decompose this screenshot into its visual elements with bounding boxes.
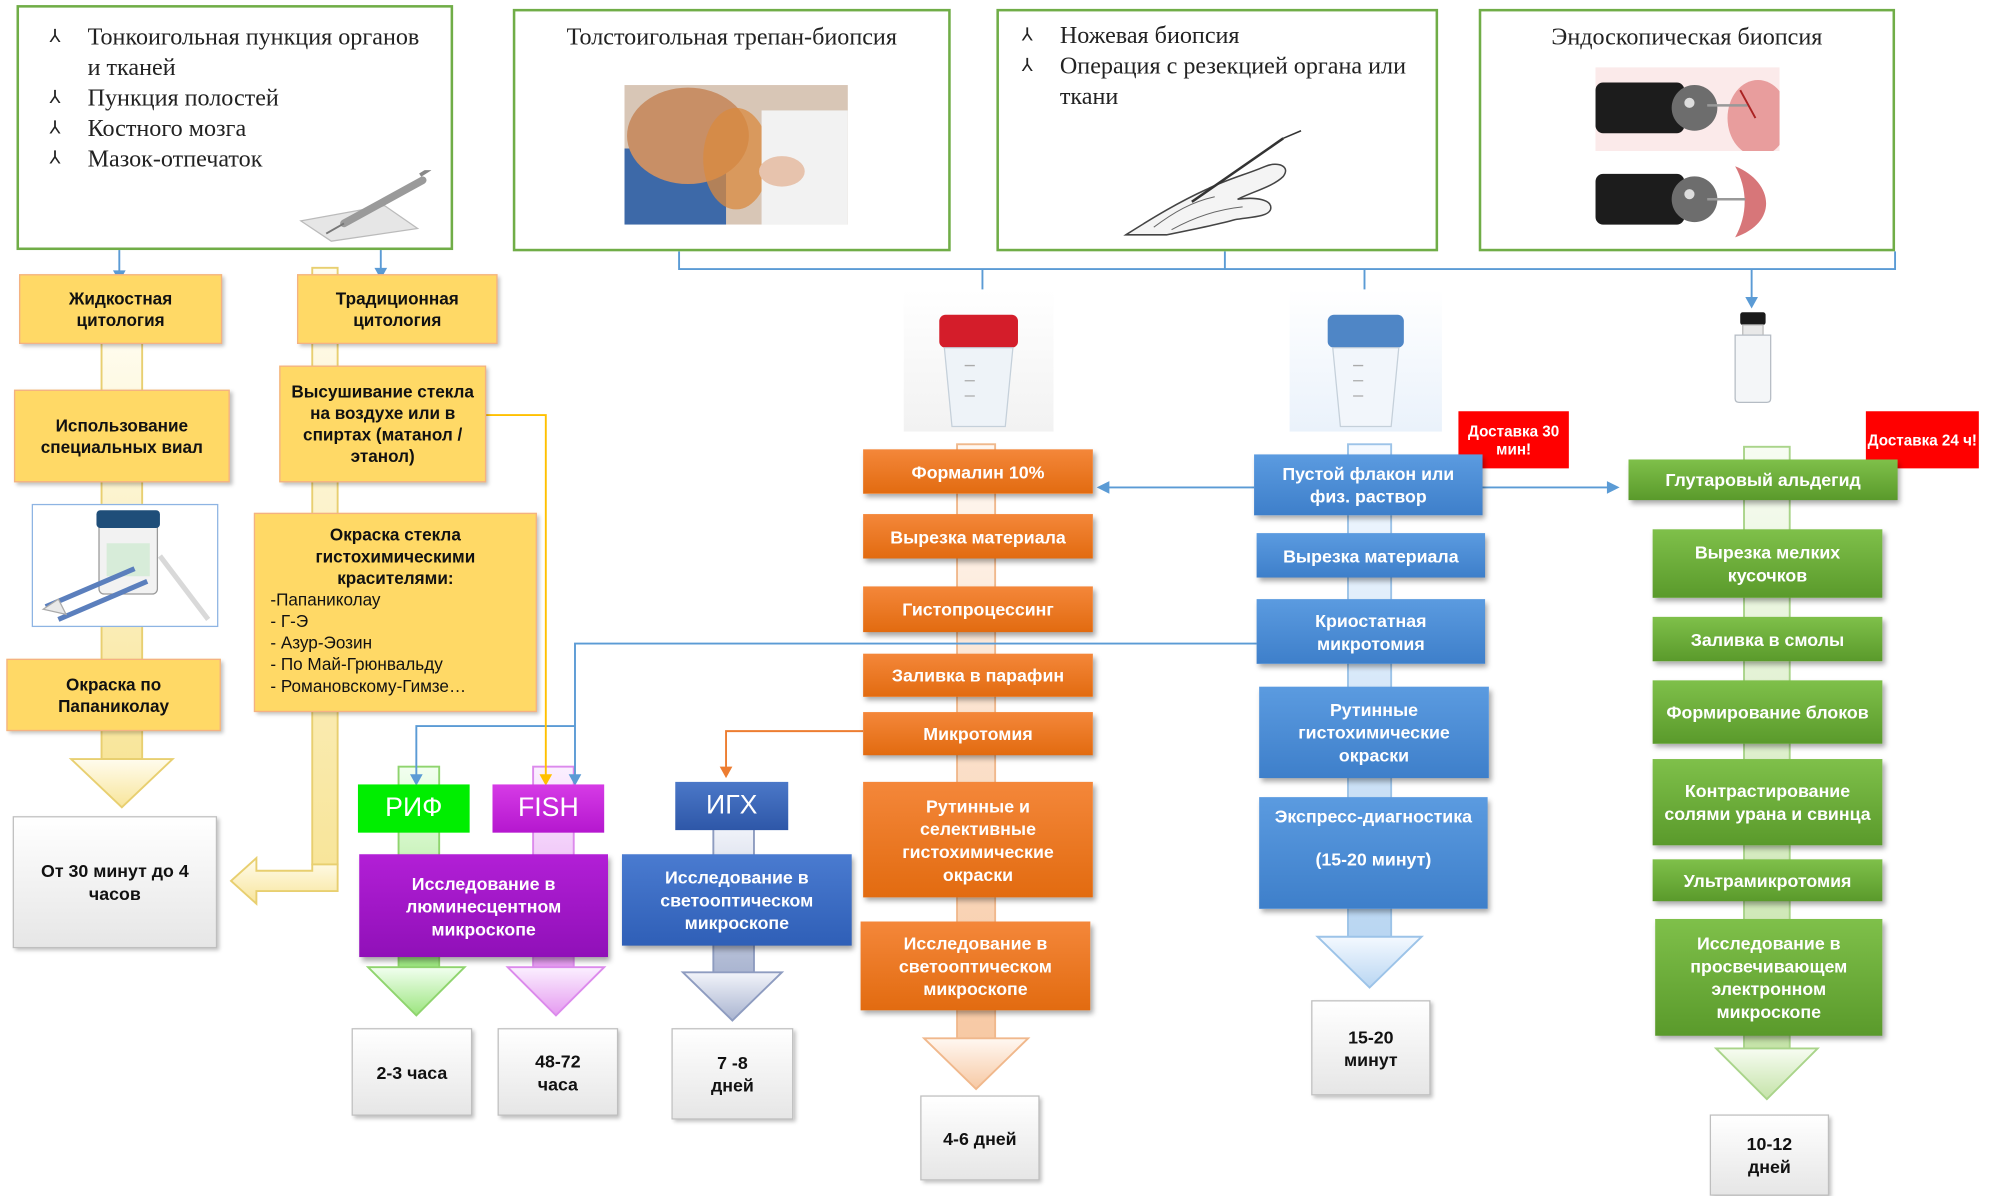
liquid-cytology-title: Жидкостная цитология (19, 274, 223, 344)
electron-time-result: 10-12 дней (1709, 1114, 1830, 1196)
grossing-step: Вырезка материала (863, 514, 1093, 559)
traditional-cytology-title: Традиционная цитология (297, 274, 498, 344)
stain-item: - Г-Э (270, 611, 309, 631)
formalin-container (903, 289, 1054, 432)
vial-kit-image (41, 510, 211, 622)
tissue-processing-step: Гистопроцессинг (863, 586, 1093, 633)
routine-staining-step: Рутинные и селективные гистохимические о… (863, 781, 1093, 898)
glutaraldehyde-step: Глутаровый альдегид (1628, 459, 1898, 501)
formalin-step: Формалин 10% (863, 449, 1093, 494)
rif-time-result: 2-3 часа (351, 1028, 473, 1116)
stain-item: - Азур-Эозин (270, 633, 373, 653)
express-diagnosis-step: Экспресс-диагностика (15-20 минут) (1259, 797, 1488, 909)
puncture-box: ⅄Тонкоигольная пункция органов и тканей … (16, 5, 454, 251)
trepan-title: Толстоигольная трепан-биопсия (566, 24, 897, 51)
cytology-time-result: От 30 минут до 4 часов (12, 816, 218, 949)
formalin-time-result: 4-6 дней (920, 1095, 1040, 1181)
bullet-icon: ⅄ (49, 88, 61, 108)
blue-cap-container-icon (1327, 314, 1404, 428)
resin-embedding-step: Заливка в смолы (1652, 616, 1883, 662)
air-drying-step: Высушивание стекла на воздухе или в спир… (279, 365, 487, 483)
luminescent-microscopy-step: Исследование в люминесцентном микроскопе (359, 854, 608, 958)
bullet-icon: ⅄ (1021, 57, 1033, 77)
frozen-routine-staining-step: Рутинные гистохимические окраски (1259, 686, 1489, 779)
frozen-time-result: 15-20 минут (1311, 1000, 1431, 1096)
light-microscopy-step: Исследование в светооптическом микроскоп… (860, 921, 1091, 1011)
trepan-photo-image (624, 85, 848, 225)
endoscope-image (1595, 67, 1780, 152)
vial-photo (31, 503, 219, 628)
express-diagnosis-time: (15-20 минут) (1315, 849, 1432, 870)
special-vials-step: Использование специальных виал (13, 389, 230, 483)
paraffin-embedding-step: Заливка в парафин (863, 653, 1093, 697)
slide-staining-step: Окраска стекла гистохимическими красител… (253, 512, 537, 713)
knife-biopsy-box: ⅄Ножевая биопсия ⅄Операция с резекцией о… (996, 8, 1439, 252)
empty-container (1289, 289, 1442, 432)
slide-staining-title: Окраска стекла гистохимическими красител… (315, 525, 476, 588)
light-microscopy-igh-step: Исследование в светооптическом микроскоп… (621, 854, 852, 946)
small-pieces-step: Вырезка мелких кусочков (1652, 529, 1883, 598)
bullet-icon: ⅄ (49, 119, 61, 139)
fish-time-result: 48-72 часа (497, 1028, 619, 1116)
puncture-item: ⅄Костного мозга (44, 114, 425, 144)
stain-list: -Папаниколау - Г-Э - Азур-Эозин - По Май… (270, 589, 520, 697)
igh-time-result: 7 -8 дней (671, 1028, 794, 1120)
puncture-item: ⅄Пункция полостей (44, 84, 425, 114)
igh-tag: ИГХ (675, 781, 789, 831)
knife-list: ⅄Ножевая биопсия ⅄Операция с резекцией о… (1017, 22, 1423, 113)
trepan-biopsy-box: Толстоигольная трепан-биопсия (512, 8, 951, 252)
endoscope-image (1595, 158, 1780, 243)
knife-item: ⅄Операция с резекцией органа или ткани (1021, 53, 1406, 111)
syringe-icon (299, 170, 432, 242)
stain-item: - Романовскому-Гимзе… (270, 676, 467, 696)
endoscopic-title: Эндоскопическая биопсия (1551, 24, 1823, 51)
pap-staining-step: Окраска по Папаниколау (6, 658, 221, 732)
puncture-item: ⅄Тонкоигольная пункция органов и тканей (49, 24, 420, 82)
delivery-24h-badge: Доставка 24 ч! (1865, 411, 1979, 469)
glass-vial-icon (1734, 312, 1772, 404)
electron-microscopy-step: Исследование в просвечивающем электронно… (1655, 918, 1883, 1036)
knife-item: ⅄Ножевая биопсия (1017, 22, 1423, 52)
bullet-icon: ⅄ (49, 27, 61, 47)
scalpel-hand-icon (1123, 130, 1302, 236)
bullet-icon: ⅄ (49, 149, 61, 169)
microtomy-step: Микротомия (863, 712, 1093, 756)
puncture-list: ⅄Тонкоигольная пункция органов и тканей … (44, 23, 425, 175)
rif-tag: РИФ (357, 784, 470, 833)
express-diagnosis-label: Экспресс-диагностика (1274, 806, 1472, 827)
fish-tag: FISH (492, 784, 605, 833)
contrasting-step: Контрастирование солями урана и свинца (1652, 759, 1883, 846)
bullet-icon: ⅄ (1021, 26, 1033, 46)
glass-vial (1726, 310, 1779, 404)
red-cap-container-icon (939, 314, 1018, 428)
stain-item: - По Май-Грюнвальду (270, 654, 443, 674)
block-forming-step: Формирование блоков (1652, 680, 1883, 744)
frozen-grossing-step: Вырезка материала (1256, 533, 1486, 578)
cryostat-microtomy-step: Криостатная микротомия (1256, 599, 1486, 664)
ultramicrotomy-step: Ультрамикротомия (1652, 859, 1883, 902)
endoscopic-biopsy-box: Эндоскопическая биопсия (1478, 8, 1896, 252)
empty-vial-step: Пустой флакон или физ. раствор (1254, 454, 1483, 516)
puncture-item: ⅄Мазок-отпечаток (44, 145, 425, 175)
stain-item: -Папаниколау (270, 590, 381, 610)
